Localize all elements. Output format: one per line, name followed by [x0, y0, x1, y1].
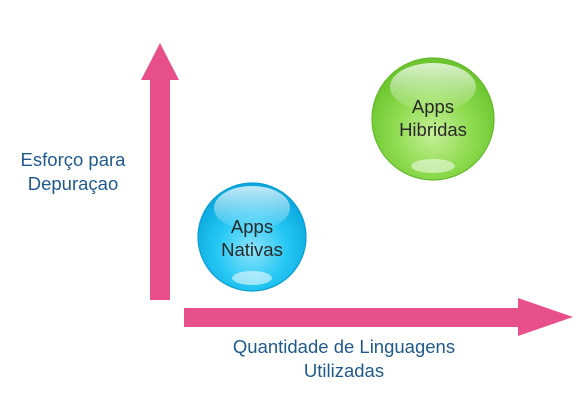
bubble-gloss-top — [214, 186, 290, 230]
bubble-apps-nativas — [197, 182, 307, 292]
bubble-label-line: Apps — [230, 216, 274, 237]
x-axis-label-line: Quantidade de Linguagens — [232, 336, 456, 357]
y-axis-label-line: Esforço para — [20, 149, 126, 170]
bubble-gloss-top — [390, 63, 476, 111]
bubble-label-apps-hibridas: Apps Hibridas — [372, 95, 494, 141]
x-axis-arrow — [184, 298, 573, 336]
bubble-label-line: Nativas — [221, 239, 283, 260]
y-axis-arrow — [141, 43, 179, 300]
bubble-apps-hibridas — [371, 57, 495, 181]
bubble-label-apps-nativas: Apps Nativas — [196, 215, 308, 261]
bubble-gloss-bottom — [411, 159, 455, 173]
bubble-label-line: Hibridas — [399, 119, 467, 140]
bubble-gloss-bottom — [232, 271, 272, 285]
y-axis-label: Esforço para Depuraçao — [4, 148, 142, 196]
bubble-label-line: Apps — [411, 96, 455, 117]
x-axis-label-line: Utilizadas — [303, 360, 385, 381]
y-axis-label-line: Depuraçao — [27, 173, 119, 194]
x-axis-label: Quantidade de Linguagens Utilizadas — [196, 335, 492, 383]
